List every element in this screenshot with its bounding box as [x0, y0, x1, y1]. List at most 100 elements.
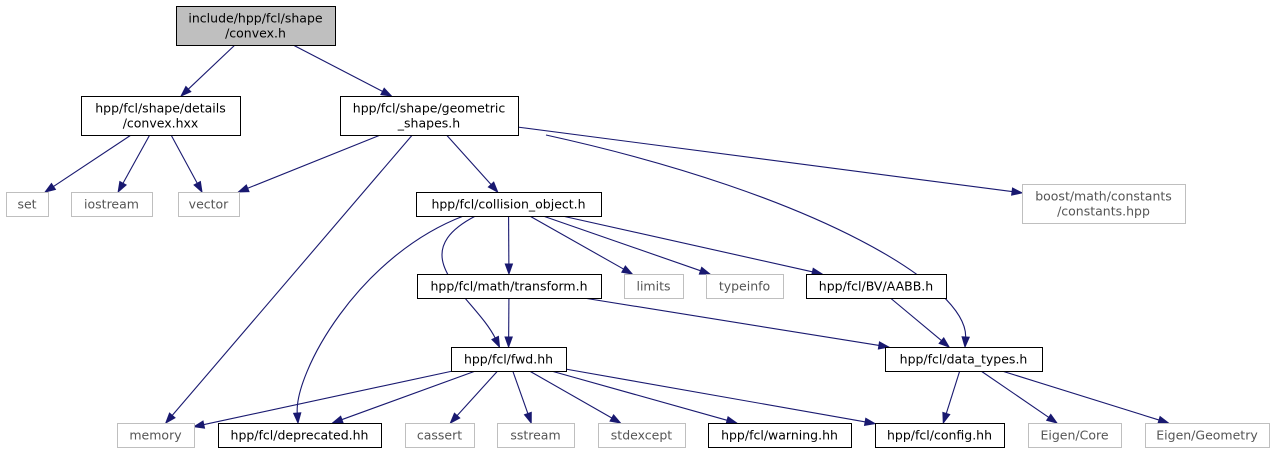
- node-label: cassert: [417, 428, 462, 443]
- node-memory: memory: [117, 423, 195, 448]
- node-box: [81, 96, 241, 136]
- edge-collobj-to-typeinfo: [542, 215, 712, 275]
- node-details[interactable]: hpp/fcl/shape/details/convex.hxx: [81, 96, 241, 136]
- node-box: [708, 423, 852, 448]
- node-collobj[interactable]: hpp/fcl/collision_object.h: [416, 192, 602, 217]
- edge-collobj-to-aabb: [562, 215, 824, 276]
- edge-datatypes-to-eigencore: [980, 370, 1059, 424]
- edge-convex_h-to-details: [180, 44, 236, 98]
- node-box: [885, 347, 1043, 372]
- node-sstream: sstream: [497, 423, 575, 448]
- node-box: [405, 423, 475, 448]
- nodes-layer: include/hpp/fcl/shape/convex.h hpp/fcl/sh…: [6, 6, 1270, 448]
- node-label: /convex.h: [225, 26, 286, 41]
- edge-geom-to-collobj: [446, 134, 499, 194]
- node-label: memory: [129, 428, 182, 443]
- node-box: [218, 423, 382, 448]
- edge-details-to-vector: [170, 134, 203, 194]
- node-box: [706, 274, 784, 299]
- node-label: typeinfo: [719, 279, 770, 294]
- node-box: [340, 96, 519, 136]
- edge-fwd-to-config: [565, 368, 877, 427]
- edge-aabb-to-datatypes: [890, 297, 951, 348]
- edge-fwd-to-warning: [551, 370, 739, 425]
- node-label: hpp/fcl/shape/details: [95, 101, 226, 116]
- node-fwd[interactable]: hpp/fcl/fwd.hh: [451, 347, 567, 372]
- node-label: hpp/fcl/warning.hh: [721, 428, 838, 443]
- node-deprecated[interactable]: hpp/fcl/deprecated.hh: [218, 423, 382, 448]
- edge-transform-to-datatypes: [583, 297, 891, 350]
- node-box: [117, 423, 195, 448]
- node-convex_h[interactable]: include/hpp/fcl/shape/convex.h: [176, 6, 336, 46]
- node-box: [178, 192, 240, 217]
- edge-geom-to-boost: [517, 126, 1024, 196]
- edge-geom-to-memory: [164, 134, 413, 425]
- node-box: [417, 274, 602, 299]
- node-label: hpp/fcl/fwd.hh: [464, 352, 553, 367]
- node-box: [1028, 423, 1122, 448]
- node-label: hpp/fcl/math/transform.h: [430, 279, 587, 294]
- node-boost: boost/math/constants/constants.hpp: [1022, 184, 1186, 224]
- edge-geom-to-vector: [237, 134, 381, 193]
- node-iostream: iostream: [71, 192, 153, 217]
- edge-collobj-to-transform: [504, 215, 514, 276]
- edge-fwd-to-cassert: [449, 370, 499, 425]
- node-transform[interactable]: hpp/fcl/math/transform.h: [417, 274, 602, 299]
- edge-details-to-iostream: [117, 134, 151, 194]
- node-label: include/hpp/fcl/shape: [188, 11, 322, 26]
- edge-details-to-set: [43, 134, 132, 193]
- node-label: limits: [636, 279, 670, 294]
- node-limits: limits: [624, 274, 684, 299]
- node-label: hpp/fcl/shape/geometric: [353, 101, 506, 116]
- node-box: [71, 192, 153, 217]
- node-label: boost/math/constants: [1035, 189, 1172, 204]
- node-datatypes[interactable]: hpp/fcl/data_types.h: [885, 347, 1043, 372]
- node-label: /constants.hpp: [1057, 204, 1150, 219]
- node-label: hpp/fcl/config.hh: [887, 428, 992, 443]
- node-typeinfo: typeinfo: [706, 274, 784, 299]
- node-label: /convex.hxx: [123, 116, 199, 131]
- node-box: [176, 6, 336, 46]
- node-stdexcept: stdexcept: [598, 423, 686, 448]
- node-label: sstream: [510, 428, 560, 443]
- node-box: [1022, 184, 1186, 224]
- node-label: Eigen/Core: [1040, 428, 1108, 443]
- node-label: set: [17, 197, 36, 212]
- node-box: [451, 347, 567, 372]
- edge-geom-to-datatypes: [545, 134, 971, 349]
- node-aabb[interactable]: hpp/fcl/BV/AABB.h: [806, 274, 947, 299]
- edge-transform-to-fwd: [504, 297, 513, 349]
- node-label: hpp/fcl/data_types.h: [900, 352, 1028, 367]
- node-label: Eigen/Geometry: [1156, 428, 1258, 443]
- node-label: _shapes.h: [397, 116, 460, 131]
- node-box: [6, 192, 49, 217]
- node-label: iostream: [84, 197, 139, 212]
- edge-fwd-to-deprecated: [331, 370, 476, 424]
- node-label: hpp/fcl/deprecated.hh: [231, 428, 369, 443]
- node-box: [806, 274, 947, 299]
- edge-fwd-to-stdexcept: [529, 370, 622, 424]
- edge-collobj-to-deprecated: [292, 215, 464, 425]
- edge-collobj-to-limits: [529, 215, 634, 275]
- node-warning[interactable]: hpp/fcl/warning.hh: [708, 423, 852, 448]
- node-box: [624, 274, 684, 299]
- node-box: [416, 192, 602, 217]
- node-vector: vector: [178, 192, 240, 217]
- node-cassert: cassert: [405, 423, 475, 448]
- node-label: hpp/fcl/BV/AABB.h: [819, 279, 933, 294]
- node-config[interactable]: hpp/fcl/config.hh: [875, 423, 1005, 448]
- node-box: [598, 423, 686, 448]
- node-set: set: [6, 192, 49, 217]
- node-box: [1145, 423, 1270, 448]
- node-label: hpp/fcl/collision_object.h: [431, 197, 585, 212]
- edge-fwd-to-sstream: [512, 370, 532, 425]
- node-geom[interactable]: hpp/fcl/shape/geometric_shapes.h: [340, 96, 519, 136]
- node-label: vector: [189, 197, 230, 212]
- node-eigengeom: Eigen/Geometry: [1145, 423, 1270, 448]
- edges-layer: [43, 44, 1170, 429]
- edge-fwd-to-memory: [192, 370, 453, 429]
- node-eigencore: Eigen/Core: [1028, 423, 1122, 448]
- node-box: [875, 423, 1005, 448]
- edge-convex_h-to-geom: [292, 44, 393, 97]
